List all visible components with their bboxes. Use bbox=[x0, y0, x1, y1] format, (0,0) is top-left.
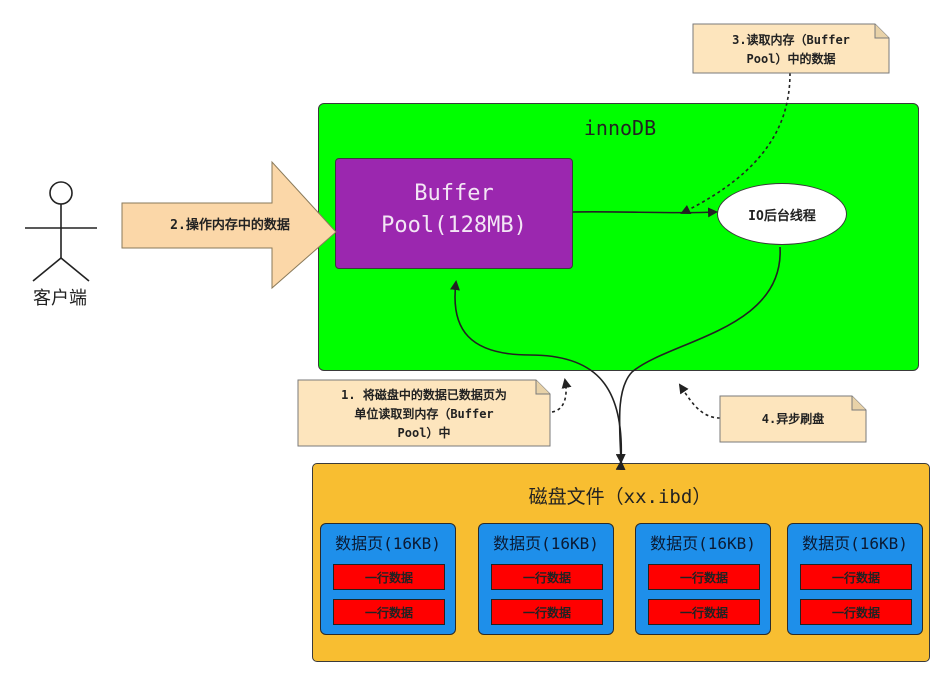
data-page-title: 数据页(16KB) bbox=[493, 534, 599, 553]
data-page-title: 数据页(16KB) bbox=[802, 534, 908, 553]
operation-arrow bbox=[121, 160, 337, 290]
data-page: 数据页(16KB) 一行数据 一行数据 bbox=[320, 523, 456, 635]
data-page: 数据页(16KB) 一行数据 一行数据 bbox=[635, 523, 771, 635]
data-row: 一行数据 bbox=[800, 599, 912, 625]
data-row: 一行数据 bbox=[491, 564, 603, 590]
note4-shape bbox=[719, 395, 867, 443]
data-row: 一行数据 bbox=[648, 564, 760, 590]
data-page: 数据页(16KB) 一行数据 一行数据 bbox=[787, 523, 923, 635]
note-read-memory: 3.读取内存（Buffer Pool）中的数据 bbox=[732, 33, 850, 66]
operation-arrow-label: 2.操作内存中的数据 bbox=[170, 218, 290, 233]
io-to-disk-connector bbox=[615, 246, 781, 464]
note4-connector bbox=[678, 383, 721, 419]
io-thread-label: IO后台线程 bbox=[748, 208, 816, 224]
data-row: 一行数据 bbox=[333, 564, 445, 590]
innodb-title: innoDB bbox=[583, 116, 657, 140]
note1-shape bbox=[297, 379, 551, 447]
client-label: 客户端 bbox=[33, 288, 87, 309]
data-row: 一行数据 bbox=[333, 599, 445, 625]
disk-file-title: 磁盘文件（xx.ibd） bbox=[528, 486, 712, 508]
note-async-flush-label: 4.异步刷盘 bbox=[761, 411, 825, 426]
buffer-pool-box bbox=[335, 158, 573, 269]
note3-shape bbox=[692, 23, 890, 74]
note1-connector bbox=[551, 378, 572, 413]
data-row: 一行数据 bbox=[648, 599, 760, 625]
data-row: 一行数据 bbox=[491, 599, 603, 625]
disk-bufferpool-connector bbox=[450, 280, 626, 471]
buffer-pool-title: Buffer Pool(128MB) bbox=[381, 181, 527, 238]
bufferpool-to-io-connector bbox=[572, 207, 718, 218]
data-page: 数据页(16KB) 一行数据 一行数据 bbox=[478, 523, 614, 635]
data-row: 一行数据 bbox=[800, 564, 912, 590]
data-page-title: 数据页(16KB) bbox=[650, 534, 756, 553]
note-load-pages: 1. 将磁盘中的数据已数据页为 单位读取到内存（Buffer Pool）中 bbox=[341, 388, 507, 440]
note-async-flush: 4.异步刷盘 bbox=[720, 396, 866, 442]
client-stick-figure-icon bbox=[25, 181, 97, 282]
data-page-title: 数据页(16KB) bbox=[335, 534, 441, 553]
note3-connector bbox=[680, 72, 791, 214]
